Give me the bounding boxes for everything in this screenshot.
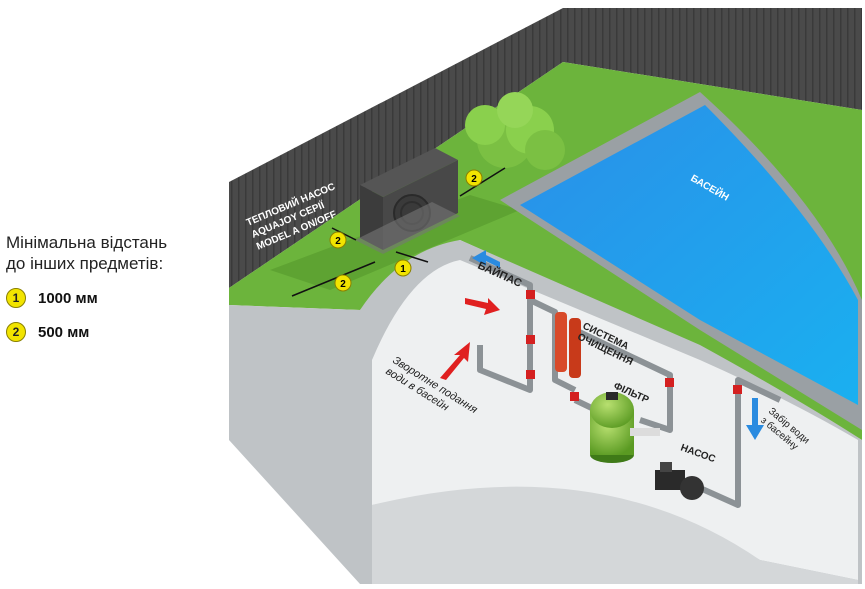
fence-right: [563, 8, 862, 110]
valves: [526, 290, 742, 401]
pipework: [468, 255, 782, 508]
legend-title-line1: Мінімальна відстань: [6, 233, 168, 252]
tree: [465, 92, 565, 170]
legend-badge-2: 2: [6, 322, 26, 342]
legend-item-1: 1 1000 мм: [6, 288, 216, 308]
marker-2-top: 2: [465, 169, 483, 187]
legend-badge-1: 1: [6, 288, 26, 308]
legend-title-line2: до інших предметів:: [6, 254, 164, 273]
marker-2-left: 2: [329, 231, 347, 249]
heat-pump-unit: [355, 148, 460, 254]
fence: [229, 8, 563, 288]
sand-filter: [590, 392, 660, 463]
marker-2-bottom: 2: [334, 274, 352, 292]
marker-text: 2: [471, 174, 477, 185]
bypass-blue-arrow: [472, 250, 500, 268]
water-pump: [655, 462, 704, 500]
marker-text: 1: [400, 264, 406, 275]
return-red-arrow: [440, 342, 470, 380]
bypass-red-arrow: [465, 298, 500, 315]
legend-value-1: 1000 мм: [38, 289, 98, 307]
room-floor: [372, 486, 858, 584]
marker-text: 2: [335, 236, 341, 247]
legend-value-2: 500 мм: [38, 323, 90, 341]
clearance-legend: Мінімальна відстань до інших предметів: …: [6, 232, 216, 342]
pool-water: [520, 105, 858, 405]
marker-text: 2: [340, 279, 346, 290]
cleaning-system: [555, 312, 581, 378]
intake-blue-arrow: [746, 398, 764, 440]
marker-1: 1: [394, 259, 412, 277]
legend-item-2: 2 500 мм: [6, 322, 216, 342]
